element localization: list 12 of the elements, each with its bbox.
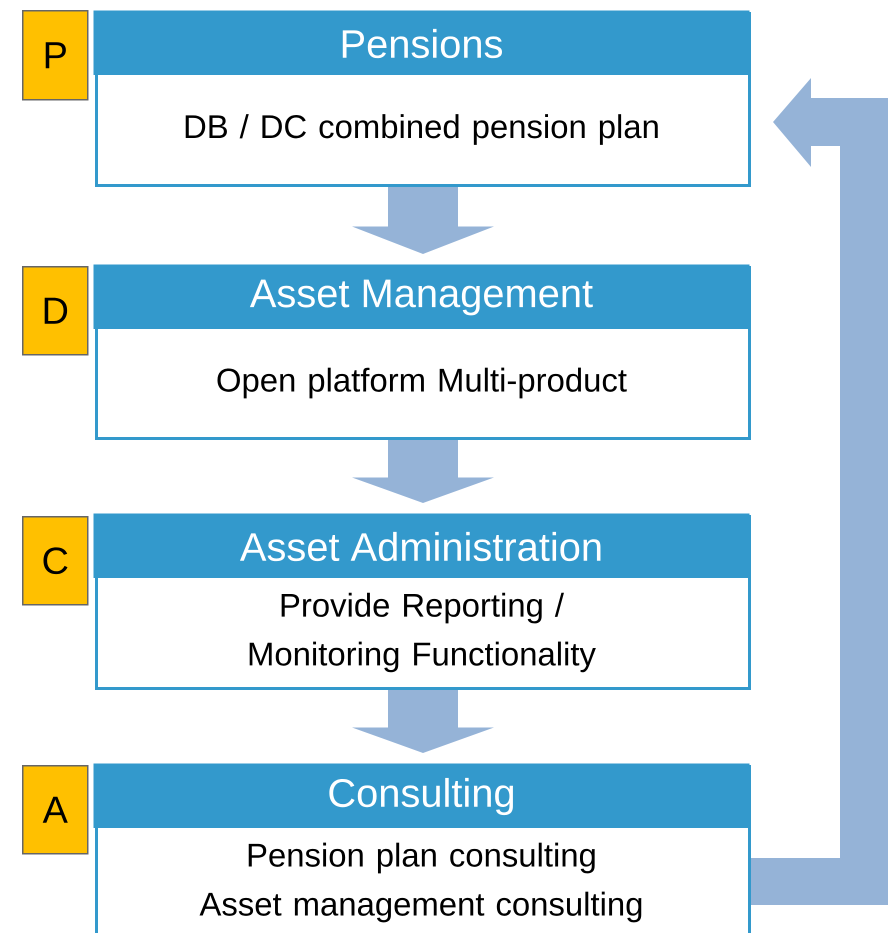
letter-square: C xyxy=(22,516,88,606)
feedback-arrow xyxy=(751,78,888,905)
letter-square: A xyxy=(22,765,88,854)
stage-box: Pensions DB / DC combined pension plan xyxy=(94,10,751,187)
block-arrow xyxy=(352,187,494,254)
letter-square: D xyxy=(22,266,88,356)
stage-box: Consulting Pension plan consulting Asset management consulting xyxy=(94,764,751,933)
block-arrow xyxy=(352,440,494,503)
block-arrow xyxy=(352,690,494,753)
stage-box: Asset Management Open platform Multi-product xyxy=(94,264,751,440)
letter-square: P xyxy=(22,10,88,100)
stage-box: Asset Administration Provide Reporting / Monitoring Functionality xyxy=(94,514,751,690)
